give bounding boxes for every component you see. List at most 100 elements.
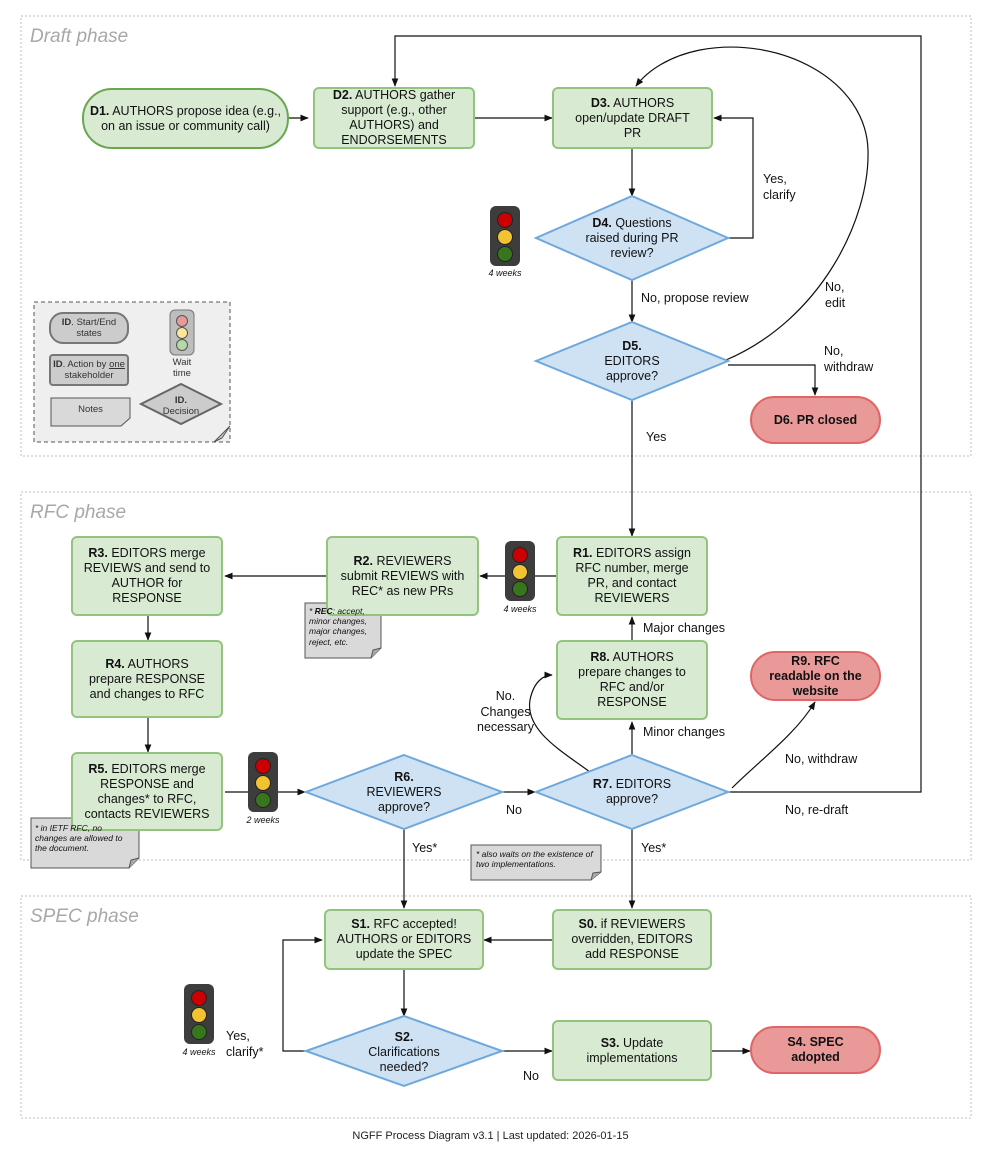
- label-yes: Yes: [646, 430, 667, 444]
- s4-end-node: S4. SPEC adopted: [750, 1026, 881, 1074]
- r4-text: AUTHORS prepare RESPONSE and changes to …: [88, 656, 206, 701]
- s0-action-node: S0. if REVIEWERS overridden, EDITORS add…: [552, 909, 712, 970]
- d4-text: Questions raised during PR review?: [585, 215, 679, 260]
- s1-text: RFC accepted! AUTHORS or EDITORS update …: [336, 917, 472, 961]
- d3-text: AUTHORS open/update DRAFT PR: [575, 95, 690, 140]
- d5-decision-text: D5.EDITORS approve?: [592, 338, 672, 383]
- d5-text: EDITORS approve?: [604, 353, 660, 383]
- r6-decision-text: R6.REVIEWERS approve?: [354, 769, 454, 814]
- s1-action-node: S1. RFC accepted! AUTHORS or EDITORS upd…: [324, 909, 484, 970]
- label-no-withdraw: No, withdraw: [824, 344, 874, 374]
- label-no-r6: No: [506, 803, 522, 817]
- s2-id: S2.: [394, 1029, 414, 1044]
- r8-action-node: R8. AUTHORS prepare changes to RFC and/o…: [556, 640, 708, 720]
- label-major-changes: Major changes: [643, 621, 725, 635]
- r3-text: EDITORS merge REVIEWS and send to AUTHOR…: [83, 546, 211, 605]
- r2-text: REVIEWERS submit REVIEWS with REC* as ne…: [340, 553, 465, 598]
- edge-r7-r8-curve: [528, 671, 591, 773]
- label-no-withdraw-r7: No, withdraw: [785, 752, 858, 766]
- label-no-redraft: No, re-draft: [785, 803, 849, 817]
- label-yes-clarify-star: Yes, clarify*: [226, 1029, 264, 1059]
- d5-decision-shape: [533, 320, 731, 402]
- label-no-propose-review: No, propose review: [641, 291, 749, 305]
- r6-text: REVIEWERS approve?: [366, 784, 442, 814]
- r9-text: RFC readable on the website: [769, 653, 862, 698]
- wait-time-r1: 4 weeks: [503, 604, 537, 614]
- r6-id: R6.: [394, 769, 414, 784]
- r9-id: R9.: [791, 653, 811, 668]
- legend-start-end-id: ID: [61, 316, 72, 328]
- edge-r7-r9: [731, 701, 816, 789]
- edge-r7-d2-redraft: [391, 35, 922, 793]
- label-no-edit: No, edit: [825, 280, 846, 310]
- r1-action-node: R1. EDITORS assign RFC number, merge PR,…: [556, 536, 708, 616]
- d4-id: D4.: [592, 215, 612, 230]
- traffic-light-r1-icon: [505, 541, 535, 601]
- edge-d5-d6: [728, 364, 819, 396]
- d3-id: D3.: [590, 95, 611, 110]
- legend-decision-id: ID.: [174, 395, 188, 406]
- s4-text: SPEC adopted: [791, 1035, 844, 1064]
- legend-action-post: stakeholder: [64, 370, 114, 381]
- legend-fold: [213, 425, 231, 443]
- draft-phase-label: Draft phase: [30, 26, 129, 47]
- d4-decision-text: D4. Questions raised during PR review?: [582, 214, 682, 262]
- r9-end-node: R9. RFC readable on the website: [750, 651, 881, 701]
- r3-id: R3.: [88, 546, 108, 560]
- r7-decision-text: R7. EDITORS approve?: [577, 772, 687, 812]
- edge-s2-s1-clarify: [282, 936, 323, 1052]
- r6-decision-shape: [303, 753, 505, 831]
- d3-action-node: D3. AUTHORS open/update DRAFT PR: [552, 87, 713, 149]
- d1-text: AUTHORS propose idea (e.g., on an issue …: [101, 103, 282, 133]
- label-yes-clarify: Yes, clarify: [763, 172, 796, 202]
- ietf-note: * in IETF RFC, no changes are allowed to…: [35, 823, 123, 854]
- d5-id: D5.: [622, 338, 642, 353]
- legend-notes-shape: [50, 397, 131, 427]
- rec-note-text: : accept, minor changes, major changes, …: [309, 606, 368, 647]
- impl-note: * also waits on the existence of two imp…: [476, 849, 593, 870]
- edge-d4-d3-clarify: [713, 114, 754, 239]
- d2-action-node: D2. AUTHORS gather support (e.g., other …: [313, 87, 475, 149]
- traffic-light-s2-icon: [184, 984, 214, 1044]
- rec-note: * REC: accept, minor changes, major chan…: [309, 606, 368, 647]
- s2-text: Clarifications needed?: [368, 1044, 440, 1074]
- r2-id: R2.: [353, 553, 373, 568]
- label-no-changes-necessary: No. Changes necessary: [477, 689, 534, 735]
- edge-d5-d3-edit: [635, 46, 869, 361]
- r3-action-node: R3. EDITORS merge REVIEWS and send to AU…: [71, 536, 223, 616]
- r5-action-node: R5. EDITORS merge RESPONSE and changes* …: [71, 752, 223, 831]
- r7-decision-shape: [533, 753, 731, 831]
- footer-text: NGFF Process Diagram v3.1 | Last updated…: [352, 1130, 629, 1142]
- s2-decision-text: S2.Clarifications needed?: [354, 1030, 454, 1074]
- wait-time-r5: 2 weeks: [246, 815, 280, 825]
- legend-notes-label: Notes: [78, 404, 103, 415]
- legend-decision-shape: [138, 382, 224, 426]
- r8-text: AUTHORS prepare changes to RFC and/or RE…: [578, 650, 686, 709]
- legend-action: ID. Action by one stakeholder: [49, 354, 129, 386]
- s0-text: if REVIEWERS overridden, EDITORS add RES…: [571, 917, 693, 961]
- legend-action-pre: . Action by: [62, 358, 110, 370]
- rec-note-term: REC: [314, 606, 333, 616]
- d2-id: D2.: [332, 88, 353, 102]
- legend-action-one: one: [109, 358, 125, 370]
- s3-action-node: S3. Update implementations: [552, 1020, 712, 1081]
- r1-text: EDITORS assign RFC number, merge PR, and…: [575, 546, 691, 605]
- r2-action-node: R2. REVIEWERS submit REVIEWS with REC* a…: [326, 536, 479, 616]
- d2-text: AUTHORS gather support (e.g., other AUTH…: [341, 88, 456, 147]
- legend-wait-label: Wait time: [172, 357, 192, 379]
- legend-decision-label: ID.Decision: [151, 395, 211, 418]
- legend-decision-text: Decision: [162, 405, 200, 417]
- legend-action-id: ID: [53, 358, 63, 370]
- ietf-note-fold: [128, 857, 140, 869]
- label-yes-star-r6: Yes*: [412, 841, 438, 855]
- d6-text: PR closed: [796, 412, 858, 427]
- draft-phase-frame: [20, 15, 972, 457]
- rec-note-fold: [370, 647, 382, 659]
- legend-start-end-text: . Start/End states: [71, 316, 117, 339]
- s2-decision-shape: [303, 1014, 505, 1088]
- wait-time-d4: 4 weeks: [488, 268, 522, 278]
- label-yes-star-r7: Yes*: [641, 841, 667, 855]
- r1-id: R1.: [573, 546, 593, 560]
- d6-id: D6.: [773, 412, 794, 427]
